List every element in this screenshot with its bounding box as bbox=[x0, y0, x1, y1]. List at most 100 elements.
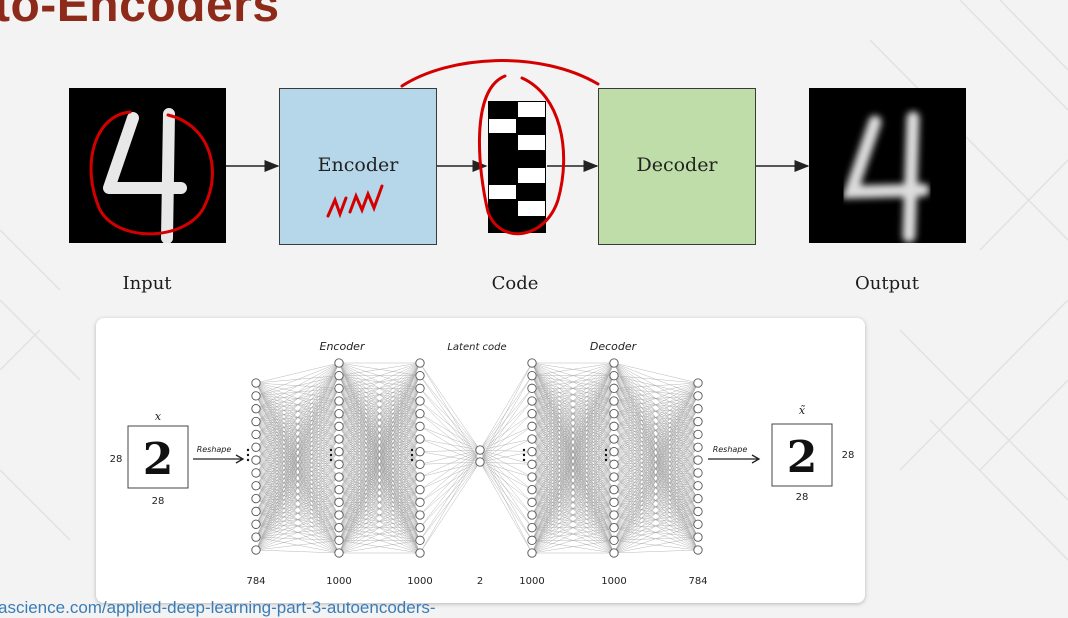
network-connection bbox=[338, 451, 421, 554]
code-cell bbox=[488, 150, 517, 167]
neuron bbox=[334, 485, 344, 495]
network-connection bbox=[419, 362, 481, 451]
ellipsis-dot bbox=[246, 453, 250, 457]
network-connection bbox=[613, 382, 699, 528]
source-url-link[interactable]: ascience.com/applied-deep-learning-part-… bbox=[0, 598, 436, 617]
neuron bbox=[527, 510, 537, 520]
network-connection bbox=[479, 449, 533, 541]
slide-title: to-Encoders bbox=[0, 0, 280, 32]
neuron bbox=[334, 497, 344, 507]
network-connection bbox=[479, 461, 533, 503]
network-connection bbox=[338, 527, 421, 554]
network-connection bbox=[531, 375, 615, 554]
network-connection bbox=[613, 382, 699, 554]
neuron bbox=[415, 485, 425, 495]
neuron bbox=[415, 510, 425, 520]
network-connection bbox=[479, 388, 533, 463]
neuron bbox=[693, 506, 703, 517]
network-connection bbox=[479, 461, 533, 554]
neuron bbox=[334, 358, 344, 368]
neuron bbox=[527, 523, 537, 533]
neuron bbox=[415, 409, 425, 419]
network-connection bbox=[531, 540, 615, 554]
network-connection bbox=[255, 362, 340, 474]
neuron bbox=[527, 396, 537, 406]
network-input-image bbox=[127, 425, 189, 489]
network-connection bbox=[419, 438, 481, 451]
output-width-label: 28 bbox=[796, 492, 809, 503]
network-connection bbox=[419, 400, 481, 463]
neuron bbox=[693, 429, 703, 440]
network-decoder-label: Decoder bbox=[590, 340, 638, 353]
network-connection bbox=[338, 362, 421, 427]
network-connection bbox=[419, 461, 481, 490]
network-connection bbox=[531, 362, 615, 427]
network-connection bbox=[613, 421, 699, 554]
network-connection bbox=[255, 362, 340, 538]
network-diagram: Encoder Latent code Decoder x 2 28 28 Re… bbox=[110, 340, 855, 587]
network-connection bbox=[613, 472, 699, 554]
neuron bbox=[251, 481, 261, 491]
neuron bbox=[693, 481, 703, 491]
network-connection bbox=[419, 449, 481, 452]
network-connection bbox=[531, 362, 615, 516]
neuron bbox=[251, 378, 261, 388]
code-cell bbox=[517, 167, 546, 184]
network-connection bbox=[255, 502, 340, 551]
network-connection bbox=[419, 449, 481, 516]
network-connection bbox=[419, 362, 481, 463]
network-connection bbox=[255, 362, 340, 435]
network-connection bbox=[419, 461, 481, 554]
network-connection bbox=[419, 413, 481, 451]
reshape-arrow-left bbox=[193, 454, 245, 464]
network-connection bbox=[338, 540, 421, 554]
network-connection bbox=[613, 382, 699, 402]
ellipsis-dot bbox=[410, 453, 414, 457]
layer-size-label: 1000 bbox=[601, 576, 626, 587]
network-connection bbox=[531, 388, 615, 554]
neuron bbox=[527, 497, 537, 507]
ellipsis-dot bbox=[522, 448, 526, 452]
network-connection bbox=[479, 438, 533, 451]
neuron bbox=[527, 383, 537, 393]
network-connection bbox=[419, 400, 481, 451]
neuron bbox=[475, 445, 485, 455]
network-connection bbox=[338, 489, 421, 554]
network-connection bbox=[613, 382, 699, 414]
network-connection bbox=[255, 362, 340, 499]
network-connection bbox=[531, 502, 615, 554]
network-connection bbox=[613, 382, 699, 465]
output-digit-glyph bbox=[841, 111, 930, 243]
neuron bbox=[415, 358, 425, 368]
network-connection bbox=[338, 362, 421, 402]
network-connection bbox=[255, 426, 340, 551]
neuron bbox=[693, 468, 703, 478]
network-connection bbox=[338, 362, 421, 440]
network-connection bbox=[531, 362, 615, 490]
network-connection bbox=[255, 362, 340, 525]
neuron bbox=[251, 391, 261, 401]
neuron bbox=[609, 523, 619, 533]
network-connection bbox=[338, 388, 421, 554]
neuron bbox=[693, 493, 703, 504]
network-neurons bbox=[246, 358, 703, 558]
network-connection bbox=[255, 451, 340, 551]
reshape-label-left: Reshape bbox=[197, 445, 232, 454]
neuron bbox=[334, 383, 344, 393]
network-connection bbox=[255, 362, 340, 397]
network-connection bbox=[613, 382, 699, 490]
network-connection bbox=[531, 362, 615, 465]
network-connection bbox=[479, 461, 533, 516]
neuron bbox=[693, 545, 703, 555]
network-connection bbox=[613, 447, 699, 554]
layer-size-label: 1000 bbox=[326, 576, 351, 587]
network-connection bbox=[419, 438, 481, 463]
neuron bbox=[527, 485, 537, 495]
neuron bbox=[527, 434, 537, 444]
network-connection bbox=[531, 489, 615, 554]
network-connection bbox=[479, 449, 533, 516]
network-connection bbox=[338, 426, 421, 554]
network-connection bbox=[613, 382, 699, 440]
neuron bbox=[609, 434, 619, 444]
code-cell bbox=[517, 183, 546, 200]
